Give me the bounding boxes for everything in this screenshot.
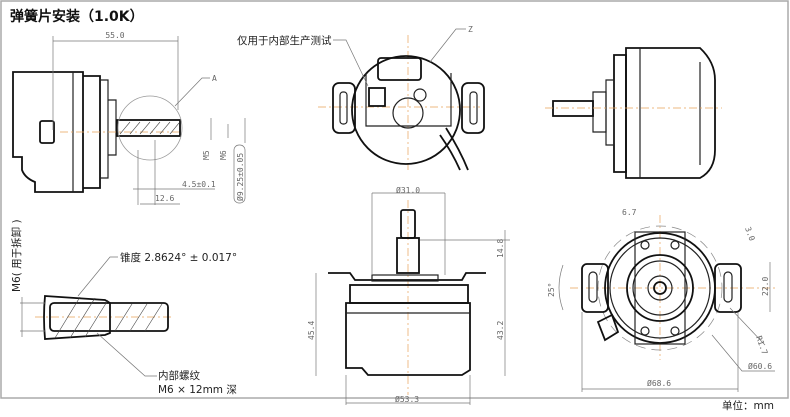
angle-25: 25° [547,283,556,297]
dim-dia-60-6: Ø60.6 [748,361,772,371]
dim-shaft-dia: Ø9.25±0.05 [235,153,245,201]
dim-dia-68-6: Ø68.6 [647,378,671,388]
right-side-view [545,47,722,179]
dim-14-8: 14.8 [496,239,505,258]
dim-45-4: 45.4 [307,321,316,340]
thread-note-2: M6 × 12mm 深 [158,384,237,396]
thread-note-1: 内部螺纹 [158,369,200,382]
dim-dia-31: Ø31.0 [396,185,420,195]
unit-label: 单位：mm [722,399,774,412]
radius-1-7: R1.7 [754,335,769,356]
front-view: Ø31.0 14.8 43.2 45.4 Ø53.3 [307,185,510,405]
label-z: Z [468,25,473,34]
m6-removal-note: M6( 用于拆卸 ) [10,219,23,292]
dim-m5: M5 [202,150,211,160]
test-only-note: 仅用于内部生产测试 [237,34,332,47]
sheet-border [0,0,789,399]
dim-dia-53-3: Ø53.3 [395,394,419,404]
sheet-title: 弹簧片安装（1.0K） [10,8,144,25]
dim-12-6: 12.6 [155,194,174,203]
dim-22-0: 22.0 [761,277,770,296]
back-view: 仅用于内部生产测试 Z [237,25,485,171]
detail-view: M6( 用于拆卸 ) 锥度 2.8624° ± 0.017° 内部螺纹 M6 ×… [10,219,237,396]
detail-label-a: A [212,74,217,83]
dim-3-0: 3.0 [743,226,756,243]
detail-circle-a [117,95,183,161]
connector-icon [39,120,55,144]
dim-6-7: 6.7 [622,208,637,217]
taper-note: 锥度 2.8624° ± 0.017° [120,251,237,264]
dim-43-2: 43.2 [496,321,505,340]
top-view: 6.7 3.0 22.0 25° R1.7 Ø60.6 Ø68.6 [547,208,775,392]
dim-55: 55.0 [105,31,124,40]
dim-4-5: 4.5±0.1 [182,180,216,189]
dim-m6: M6 [219,150,228,160]
test-connector-icon [377,57,422,81]
side-view: 55.0 A M5 M6 Ø9.25±0.05 4.5±0.1 12.6 [12,31,246,205]
